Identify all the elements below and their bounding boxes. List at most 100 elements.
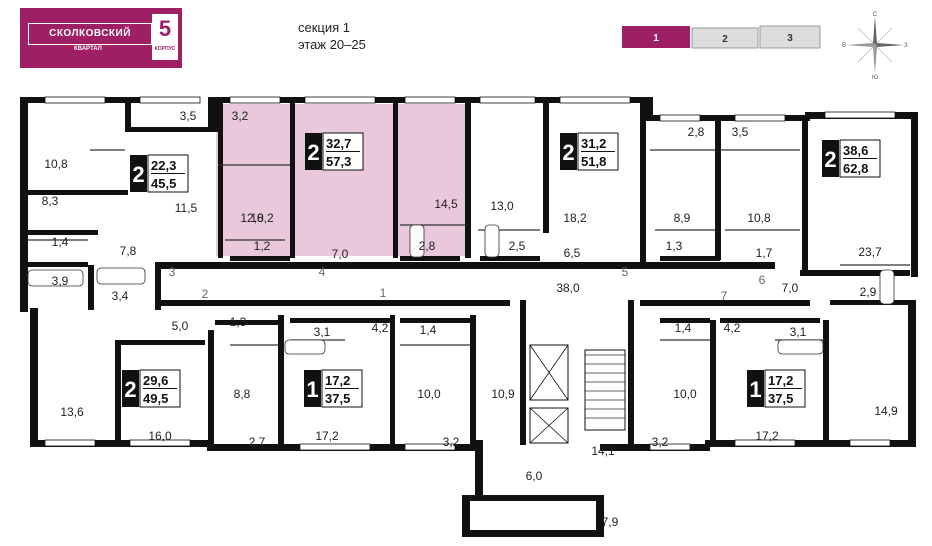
room-area-label: 8,8 <box>234 387 251 401</box>
apartment-living-area: 17,2 <box>325 373 350 388</box>
room-area-label: 2,8 <box>688 125 705 139</box>
room-area-label: 3,1 <box>314 325 331 339</box>
room-area-label: 10,8 <box>44 157 68 171</box>
window <box>479 96 536 104</box>
section-tab-3-label: 3 <box>787 33 793 44</box>
window <box>304 96 376 104</box>
apartment-total-area: 45,5 <box>151 176 176 191</box>
apartment-badge <box>130 155 147 192</box>
room-area-label: 1,7 <box>756 246 773 260</box>
room-area-label: 3,2 <box>443 435 460 449</box>
window <box>734 114 786 122</box>
section-tab-1-label: 1 <box>653 33 659 44</box>
wall <box>28 230 98 235</box>
wall <box>462 495 602 501</box>
wall <box>160 300 480 306</box>
section-tab-1[interactable]: 1 <box>622 26 690 48</box>
wall <box>465 103 471 258</box>
bathtub-icon <box>484 224 500 258</box>
room-area-label: 3,5 <box>732 125 749 139</box>
wall <box>290 318 390 323</box>
wall <box>543 103 549 233</box>
apartment-number: 4 <box>319 265 326 279</box>
wall <box>705 440 915 447</box>
wall <box>715 120 721 260</box>
bathtub-icon <box>879 269 895 305</box>
window <box>139 96 201 104</box>
apartment-rooms: 2 <box>307 140 319 165</box>
wall <box>230 256 290 261</box>
window <box>559 96 631 104</box>
room-area-label: 3,2 <box>652 435 669 449</box>
room-area-label: 3,4 <box>112 289 129 303</box>
wall <box>480 256 540 261</box>
apartment-badge <box>304 370 321 407</box>
room-area-label: 1,4 <box>420 323 437 337</box>
window <box>44 96 106 104</box>
wall <box>645 115 810 121</box>
wall <box>640 300 810 306</box>
section-tab-3[interactable]: 3 <box>759 25 821 49</box>
apartment-living-area: 29,6 <box>143 373 168 388</box>
section-tab-2[interactable]: 2 <box>691 27 759 49</box>
wall <box>30 308 38 444</box>
wall <box>290 103 295 258</box>
apartment-badge <box>305 133 322 170</box>
apartment-total-area: 57,3 <box>326 154 351 169</box>
apartment-number: 3 <box>169 265 176 279</box>
building-number: 5 <box>158 16 172 41</box>
apartment-number: 2 <box>202 287 209 301</box>
wall <box>462 495 470 537</box>
wall <box>115 340 121 445</box>
window <box>649 443 691 451</box>
room-area-label: 3,1 <box>790 325 807 339</box>
section-label: секция 1 <box>298 20 351 35</box>
room-area-label: 2,9 <box>860 285 877 299</box>
apartment-badge <box>560 133 577 170</box>
wall <box>208 97 218 132</box>
wall <box>802 120 808 270</box>
room-area-label: 1,4 <box>52 235 69 249</box>
room-area-label: 6,0 <box>526 469 543 483</box>
wall <box>520 300 526 445</box>
apartment-total-area: 51,8 <box>581 154 606 169</box>
stairwell <box>584 349 626 431</box>
wall <box>393 103 398 258</box>
apartment-badge <box>822 140 839 177</box>
brand-logo: СКОЛКОВСКИЙ КВАРТАЛ 5 КОРПУС <box>20 8 182 68</box>
bathtub-icon <box>284 339 326 355</box>
selected-apartment-area <box>216 104 468 256</box>
wall <box>660 256 720 261</box>
wall <box>480 300 510 306</box>
apartment-living-area: 17,2 <box>768 373 793 388</box>
room-area-label: 23,7 <box>858 245 882 259</box>
apartment-rooms: 2 <box>124 377 136 402</box>
apartment-rooms: 2 <box>824 147 836 172</box>
wall <box>115 340 205 345</box>
wall <box>125 97 131 127</box>
apartment-badge <box>747 370 764 407</box>
room-area-label: 2,8 <box>419 239 436 253</box>
apartment-living-area: 31,2 <box>581 136 606 151</box>
section-switcher: 1 2 3 <box>622 25 821 49</box>
wall <box>28 190 128 195</box>
wall <box>218 103 223 258</box>
building-badge: 5 КОРПУС <box>152 14 178 60</box>
elevator-cross <box>529 344 569 401</box>
window <box>404 96 456 104</box>
window <box>229 96 281 104</box>
bathtub-icon <box>27 269 84 287</box>
apartment-rooms: 2 <box>562 140 574 165</box>
apartment-number: 1 <box>380 286 387 300</box>
room-area-label: 7,9 <box>602 515 619 529</box>
wall <box>208 330 214 445</box>
section-tab-2-label: 2 <box>722 34 728 45</box>
window <box>299 443 371 451</box>
wall <box>155 265 161 310</box>
room-area-label: 12,0 <box>240 211 264 225</box>
elevator-cross <box>529 407 569 444</box>
room-area-label: 4,2 <box>724 321 741 335</box>
apartment-rooms: 1 <box>306 377 318 402</box>
room-area-label: 7,0 <box>332 247 349 261</box>
